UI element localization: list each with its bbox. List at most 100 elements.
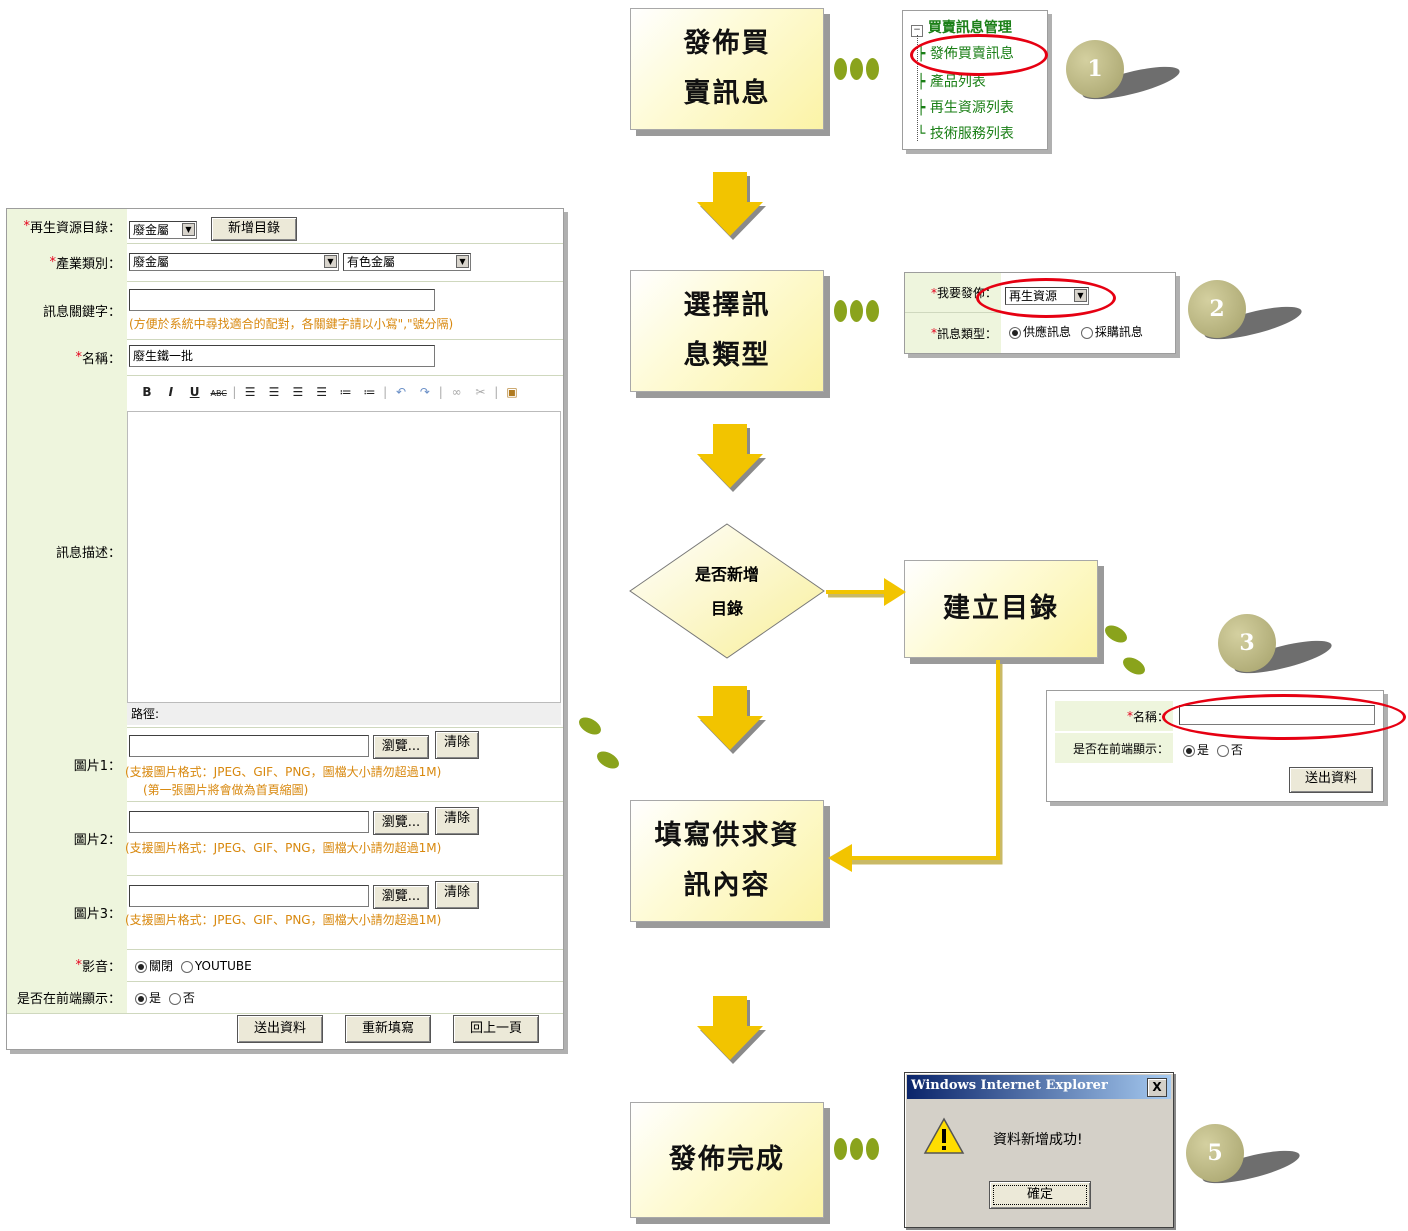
redo-icon[interactable]: ↷ [419, 385, 430, 399]
purchase-radio[interactable] [1080, 326, 1093, 339]
media-radio-group[interactable]: 關閉 YOUTUBE [135, 957, 252, 974]
image2-clear-button[interactable]: 清除 [435, 807, 479, 835]
back-button[interactable]: 回上一頁 [453, 1015, 539, 1043]
type-radio-group[interactable]: 供應訊息 採購訊息 [1009, 323, 1143, 340]
image-format-hint: (支援圖片格式：JPEG、GIF、PNG，圖檔大小請勿超過1M) [125, 913, 442, 927]
down-arrow-icon [697, 172, 766, 240]
form-row-catalog: *再生資源目錄： 廢金屬▼ 新增目錄 [7, 209, 563, 244]
dialog-title: Windows Internet Explorer [911, 1078, 1108, 1093]
italic-icon[interactable]: I [168, 385, 174, 399]
chevron-down-icon: ▼ [182, 223, 195, 236]
image1-file-input[interactable] [129, 735, 369, 757]
menu-tree-panel: − 買賣訊息管理 ┝ 發佈買賣訊息 ┝ 產品列表 ┝ 再生資源列表 └ 技術服務… [902, 10, 1048, 150]
arrowhead-left [828, 844, 852, 872]
strikethrough-icon[interactable]: ABC [210, 389, 227, 398]
image3-browse-button[interactable]: 瀏覽... [373, 885, 429, 909]
image1-label: 圖片1： [73, 758, 121, 774]
dialog-message: 資料新增成功! [993, 1132, 1083, 1148]
warning-icon [923, 1117, 965, 1154]
show-yes-radio[interactable] [135, 992, 147, 1005]
form-row-show: 是否在前端顯示： 是 否 [7, 981, 563, 1014]
submit-button[interactable]: 送出資料 [237, 1015, 323, 1043]
decision-label: 是否新增 目錄 [694, 565, 759, 618]
form-row-image1: 圖片1： 瀏覽... 清除 (支援圖片格式：JPEG、GIF、PNG，圖檔大小請… [7, 727, 563, 802]
catalog-name-label: 名稱： [1132, 709, 1169, 724]
name-input[interactable]: 廢生鐵一批 [129, 345, 435, 367]
catalog-select[interactable]: 廢金屬▼ [129, 221, 197, 239]
image3-clear-button[interactable]: 清除 [435, 881, 479, 909]
menu-item-tech[interactable]: └ 技術服務列表 [917, 126, 1014, 142]
flow-step-fill-content: 填寫供求資 訊內容 [630, 800, 824, 922]
ok-button[interactable]: 確定 [989, 1181, 1091, 1209]
unlink-icon[interactable]: ✂ [475, 385, 486, 399]
bold-icon[interactable]: B [142, 385, 152, 399]
show-radio-group[interactable]: 是 否 [135, 989, 195, 1006]
form-row-media: *影音： 關閉 YOUTUBE [7, 949, 563, 982]
step-badge-3: 3 [1218, 614, 1335, 684]
dots-icon [834, 300, 879, 322]
highlight-ring [910, 34, 1048, 76]
media-off-radio[interactable] [135, 960, 147, 973]
paste-icon[interactable]: ▣ [506, 385, 518, 399]
step-badge-5: 5 [1186, 1124, 1303, 1194]
bullet-list-icon[interactable]: ≔ [339, 385, 352, 399]
image1-browse-button[interactable]: 瀏覽... [373, 735, 429, 759]
flow-step-select-type: 選擇訊 息類型 [630, 270, 824, 392]
image2-label: 圖片2： [73, 832, 121, 848]
catalog-submit-button[interactable]: 送出資料 [1289, 767, 1373, 793]
chevron-down-icon: ▼ [456, 255, 469, 268]
dots-icon [579, 717, 619, 769]
industry-select-1[interactable]: 廢金屬▼ [129, 253, 339, 271]
form-row-description: 訊息描述： B I U ABC | ☰ ☰ ☰ ☰ ≔ ≔ | ↶ ↷ | ∞ … [7, 375, 563, 728]
dots-icon [834, 1138, 879, 1160]
flow-step-create-catalog: 建立目錄 [904, 560, 1098, 658]
description-editor[interactable] [127, 411, 561, 703]
align-left-icon[interactable]: ☰ [244, 385, 256, 399]
form-row-industry: *產業類別： 廢金屬▼ 有色金屬▼ [7, 243, 563, 282]
menu-item-products[interactable]: ┝ 產品列表 [917, 74, 986, 90]
image3-file-input[interactable] [129, 885, 369, 907]
media-label: 影音： [81, 959, 121, 975]
keyword-hint: (方便於系統中尋找適合的配對，各關鍵字請以小寫","號分隔) [129, 317, 454, 331]
show-label: 是否在前端顯示： [16, 991, 121, 1007]
align-center-icon[interactable]: ☰ [268, 385, 280, 399]
content-form-panel: *再生資源目錄： 廢金屬▼ 新增目錄 *產業類別： 廢金屬▼ 有色金屬▼ 訊息關… [6, 208, 564, 1050]
yes-radio[interactable] [1183, 744, 1195, 757]
link-icon[interactable]: ∞ [451, 385, 462, 399]
highlight-ring [1162, 694, 1406, 740]
supply-radio[interactable] [1009, 326, 1021, 339]
highlight-ring [976, 278, 1116, 318]
image-format-hint: (支援圖片格式：JPEG、GIF、PNG，圖檔大小請勿超過1M) [125, 765, 442, 779]
arrowhead-right [884, 578, 906, 606]
image1-clear-button[interactable]: 清除 [435, 731, 479, 759]
down-arrow-icon [697, 686, 766, 754]
form-row-name: *名稱： 廢生鐵一批 [7, 339, 563, 376]
underline-icon[interactable]: U [189, 385, 200, 399]
media-youtube-radio[interactable] [180, 960, 193, 973]
align-justify-icon[interactable]: ☰ [316, 385, 328, 399]
form-row-image2: 圖片2： 瀏覽... 清除 (支援圖片格式：JPEG、GIF、PNG，圖檔大小請… [7, 801, 563, 876]
description-label: 訊息描述： [55, 545, 121, 561]
new-catalog-button[interactable]: 新增目錄 [211, 217, 297, 241]
flow-step-done: 發佈完成 [630, 1102, 824, 1218]
menu-item-recycled[interactable]: ┝ 再生資源列表 [917, 100, 1014, 116]
reset-button[interactable]: 重新填寫 [345, 1015, 431, 1043]
align-right-icon[interactable]: ☰ [292, 385, 304, 399]
industry-select-2[interactable]: 有色金屬▼ [343, 253, 471, 271]
catalog-label: 再生資源目錄： [29, 220, 121, 236]
image2-file-input[interactable] [129, 811, 369, 833]
image2-browse-button[interactable]: 瀏覽... [373, 811, 429, 835]
dots-icon [1105, 625, 1145, 675]
show-no-radio[interactable] [168, 992, 181, 1005]
undo-icon[interactable]: ↶ [396, 385, 407, 399]
flow-step-publish: 發佈買 賣訊息 [630, 8, 824, 130]
number-list-icon[interactable]: ≔ [363, 385, 376, 399]
close-icon[interactable]: X [1147, 1078, 1167, 1097]
form-row-image3: 圖片3： 瀏覽... 清除 (支援圖片格式：JPEG、GIF、PNG，圖檔大小請… [7, 875, 563, 950]
industry-label: 產業類別： [55, 256, 121, 272]
catalog-show-radio-group[interactable]: 是 否 [1183, 741, 1243, 758]
no-radio[interactable] [1216, 744, 1229, 757]
step-badge-2: 2 [1188, 280, 1305, 350]
keyword-input[interactable] [129, 289, 435, 311]
